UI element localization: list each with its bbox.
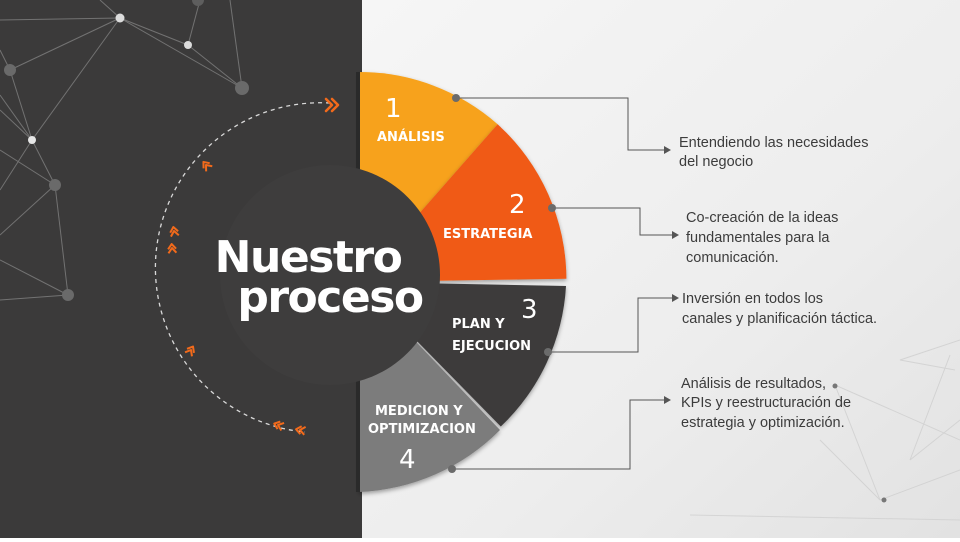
chevron-up-icon xyxy=(184,345,195,357)
network-nodes xyxy=(4,0,249,301)
arrow-right-icon xyxy=(664,396,671,404)
arrow-right-icon xyxy=(672,231,679,239)
step-4-description-line2: KPIs y reestructuración de xyxy=(681,395,851,411)
chevron-up-icon xyxy=(169,226,180,238)
center-title-line1: Nuestro xyxy=(215,232,402,283)
step-4-number: 4 xyxy=(399,445,416,475)
triangle-decoration xyxy=(689,339,960,521)
chevron-left-icon xyxy=(295,425,307,436)
step-2-description-line1: Co-creación de la ideas xyxy=(686,210,838,226)
cycle-arrows xyxy=(167,97,340,436)
chevron-right-icon xyxy=(324,97,340,113)
step-4-description-line1: Análisis de resultados, xyxy=(681,376,826,392)
chevron-left-icon xyxy=(273,420,285,431)
step-2-label: ESTRATEGIA xyxy=(443,227,533,242)
arrow-right-icon xyxy=(672,294,679,302)
step-3-label-line1: PLAN Y xyxy=(452,317,505,332)
arrow-right-icon xyxy=(664,146,671,154)
step-1-description-line1: Entendiendo las necesidades xyxy=(679,135,868,151)
step-3-number: 3 xyxy=(521,295,538,325)
step-3-label-line2: EJECUCION xyxy=(452,339,531,354)
step-1-label: ANÁLISIS xyxy=(377,129,445,145)
chevron-up-icon xyxy=(167,243,178,254)
step-3-description-line2: canales y planificación táctica. xyxy=(682,311,877,327)
step-2-number: 2 xyxy=(509,190,526,220)
step-2-description-line2: fundamentales para la xyxy=(686,230,830,246)
center-title-line2: proceso xyxy=(237,272,423,323)
connectors xyxy=(452,97,672,470)
step-1-number: 1 xyxy=(385,94,402,124)
process-cycle-arc xyxy=(154,102,331,433)
center-disc xyxy=(220,165,440,385)
step-1-description-line2: del negocio xyxy=(679,154,753,170)
step-3-description-line1: Inversión en todos los xyxy=(682,291,823,307)
step-2-description-line3: comunicación. xyxy=(686,250,779,266)
step-4-label-line2: OPTIMIZACION xyxy=(368,422,476,437)
step-4-label-line1: MEDICION Y xyxy=(375,404,463,419)
chevron-up-icon xyxy=(202,160,213,172)
step-4-description-line3: estrategia y optimización. xyxy=(681,415,845,431)
